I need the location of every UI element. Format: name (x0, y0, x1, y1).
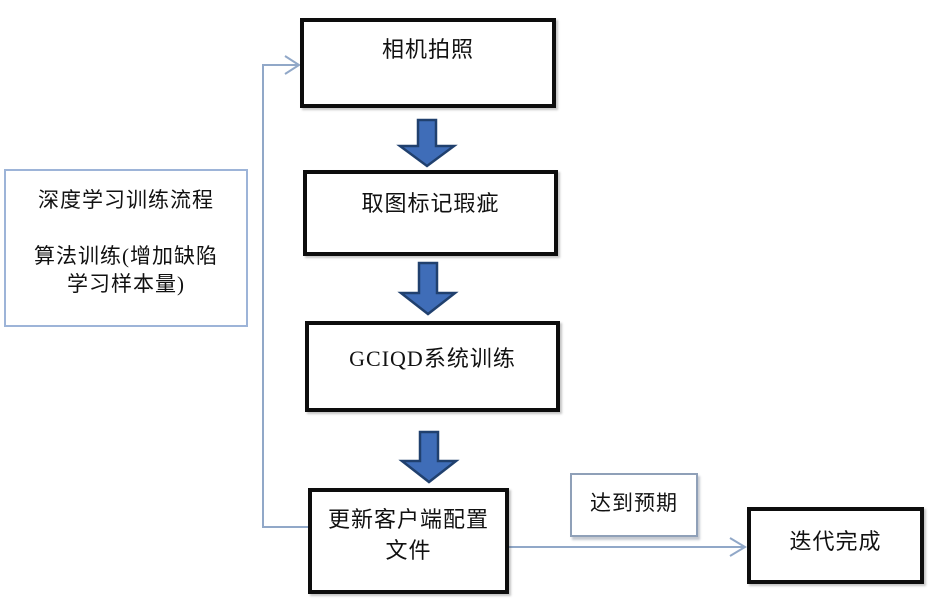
feedback-arrowhead-icon (284, 55, 301, 75)
note-line: 学习样本量) (67, 272, 185, 296)
flow-node-update-config: 更新客户端配置 文件 (308, 488, 509, 594)
condition-label-expected: 达到预期 (570, 473, 698, 537)
flow-node-system-training: GCIQD系统训练 (305, 321, 560, 412)
flow-node-mark-defects: 取图标记瑕疵 (303, 170, 558, 256)
node-label: GCIQD系统训练 (349, 346, 516, 371)
node-label: 达到预期 (590, 491, 678, 515)
block-arrow-down-icon (397, 261, 459, 316)
node-label: 取图标记瑕疵 (361, 191, 500, 216)
feedback-loop-line (262, 64, 308, 528)
node-label: 更新客户端配置 (327, 507, 489, 532)
block-arrow-down-icon (398, 430, 460, 484)
note-line: 算法训练(增加缺陷 (34, 244, 218, 268)
done-arrowhead-icon (729, 537, 747, 557)
node-label: 文件 (385, 538, 432, 563)
block-arrow-down-icon (396, 118, 458, 168)
flow-node-camera: 相机拍照 (300, 18, 556, 108)
node-label: 迭代完成 (789, 529, 882, 554)
flow-node-iteration-done: 迭代完成 (747, 507, 924, 584)
note-box-training-process: 深度学习训练流程 算法训练(增加缺陷 学习样本量) (4, 169, 248, 327)
note-line: 深度学习训练流程 (38, 188, 214, 212)
node-label: 相机拍照 (381, 37, 474, 62)
